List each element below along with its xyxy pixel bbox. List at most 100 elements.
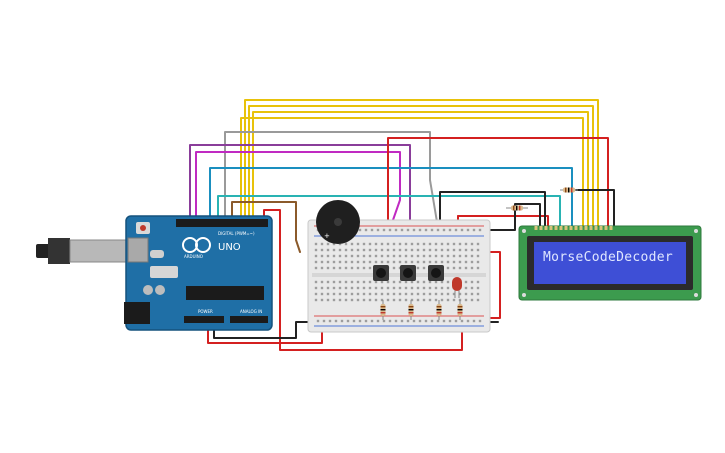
resistor-icon	[560, 187, 578, 193]
breadboard-hole	[464, 248, 468, 252]
breadboard-hole	[326, 286, 330, 290]
wire-brown	[231, 201, 301, 253]
breadboard-hole	[410, 248, 414, 252]
breadboard-hole	[356, 242, 360, 246]
lcd-pin	[594, 226, 598, 230]
rail-hole	[430, 228, 434, 232]
wire-magenta	[195, 151, 401, 241]
breadboard-hole	[374, 242, 378, 246]
mount-hole	[522, 293, 526, 297]
mount-hole	[522, 229, 526, 233]
breadboard-hole	[392, 260, 396, 264]
resistor-icon	[408, 300, 414, 320]
lcd-pin	[549, 226, 553, 230]
rail-hole	[370, 319, 374, 323]
breadboard-hole	[320, 286, 324, 290]
breadboard-hole	[458, 248, 462, 252]
breadboard-hole	[440, 280, 444, 284]
breadboard-hole	[470, 266, 474, 270]
breadboard-hole	[398, 292, 402, 296]
lcd-pin	[569, 226, 573, 230]
breadboard-hole	[362, 298, 366, 302]
breadboard-hole	[446, 242, 450, 246]
lcd-pin	[589, 226, 593, 230]
breadboard-hole	[434, 292, 438, 296]
breadboard-hole	[422, 260, 426, 264]
breadboard-hole	[338, 260, 342, 264]
rail-hole	[334, 319, 338, 323]
breadboard-hole	[452, 292, 456, 296]
breadboard-holes	[314, 228, 482, 323]
breadboard-hole	[470, 280, 474, 284]
breadboard-hole	[350, 260, 354, 264]
pushbutton-icon[interactable]	[400, 265, 416, 281]
breadboard-hole	[440, 286, 444, 290]
pushbutton-icon[interactable]	[373, 265, 389, 281]
lcd-16x2-display: MorseCodeDecoder	[518, 225, 702, 301]
rail-hole	[448, 228, 452, 232]
breadboard-hole	[374, 280, 378, 284]
breadboard-hole	[332, 280, 336, 284]
breadboard-hole	[386, 254, 390, 258]
breadboard-hole	[368, 280, 372, 284]
rail-hole	[466, 319, 470, 323]
breadboard-hole	[428, 248, 432, 252]
center-channel	[312, 273, 486, 277]
breadboard-hole	[404, 254, 408, 258]
breadboard-hole	[368, 298, 372, 302]
rail-hole	[442, 319, 446, 323]
breadboard-hole	[446, 292, 450, 296]
rail-hole	[454, 319, 458, 323]
breadboard-hole	[344, 242, 348, 246]
breadboard-hole	[392, 266, 396, 270]
wire-red	[263, 209, 463, 351]
regulator	[150, 266, 178, 278]
breadboard-hole	[356, 280, 360, 284]
breadboard-hole	[314, 298, 318, 302]
rail-hole	[358, 319, 362, 323]
breadboard-hole	[428, 298, 432, 302]
breadboard-hole	[338, 254, 342, 258]
breadboard-hole	[380, 292, 384, 296]
breadboard-hole	[476, 280, 480, 284]
breadboard-hole	[476, 286, 480, 290]
rail-hole	[328, 319, 332, 323]
breadboard-hole	[374, 286, 378, 290]
rail-hole	[382, 228, 386, 232]
breadboard-hole	[362, 248, 366, 252]
breadboard-hole	[422, 242, 426, 246]
breadboard-hole	[476, 260, 480, 264]
breadboard-hole	[470, 254, 474, 258]
breadboard-hole	[332, 266, 336, 270]
breadboard-hole	[428, 254, 432, 258]
breadboard-hole	[386, 298, 390, 302]
rail-hole	[316, 319, 320, 323]
rail-hole	[418, 319, 422, 323]
uno-logo-text: UNO	[218, 242, 241, 253]
breadboard-hole	[458, 254, 462, 258]
usb-jack	[127, 237, 149, 263]
rail-hole	[406, 228, 410, 232]
breadboard-hole	[464, 242, 468, 246]
pushbutton-icon[interactable]	[428, 265, 444, 281]
breadboard-hole	[332, 242, 336, 246]
lcd-pin	[544, 226, 548, 230]
breadboard-hole	[392, 248, 396, 252]
breadboard-hole	[386, 292, 390, 296]
analog-label: ANALOG IN	[240, 309, 262, 314]
breadboard-hole	[368, 286, 372, 290]
breadboard-hole	[338, 292, 342, 296]
breadboard-hole	[332, 254, 336, 258]
rail-hole	[376, 228, 380, 232]
breadboard-hole	[398, 248, 402, 252]
lcd-pin	[534, 226, 538, 230]
reset-button-cap	[140, 225, 146, 231]
breadboard-hole	[440, 248, 444, 252]
rail-hole	[364, 228, 368, 232]
crystal	[150, 250, 164, 258]
breadboard	[307, 219, 491, 333]
breadboard-hole	[422, 248, 426, 252]
breadboard-hole	[332, 286, 336, 290]
rail-hole	[388, 319, 392, 323]
wire-black	[439, 191, 546, 241]
